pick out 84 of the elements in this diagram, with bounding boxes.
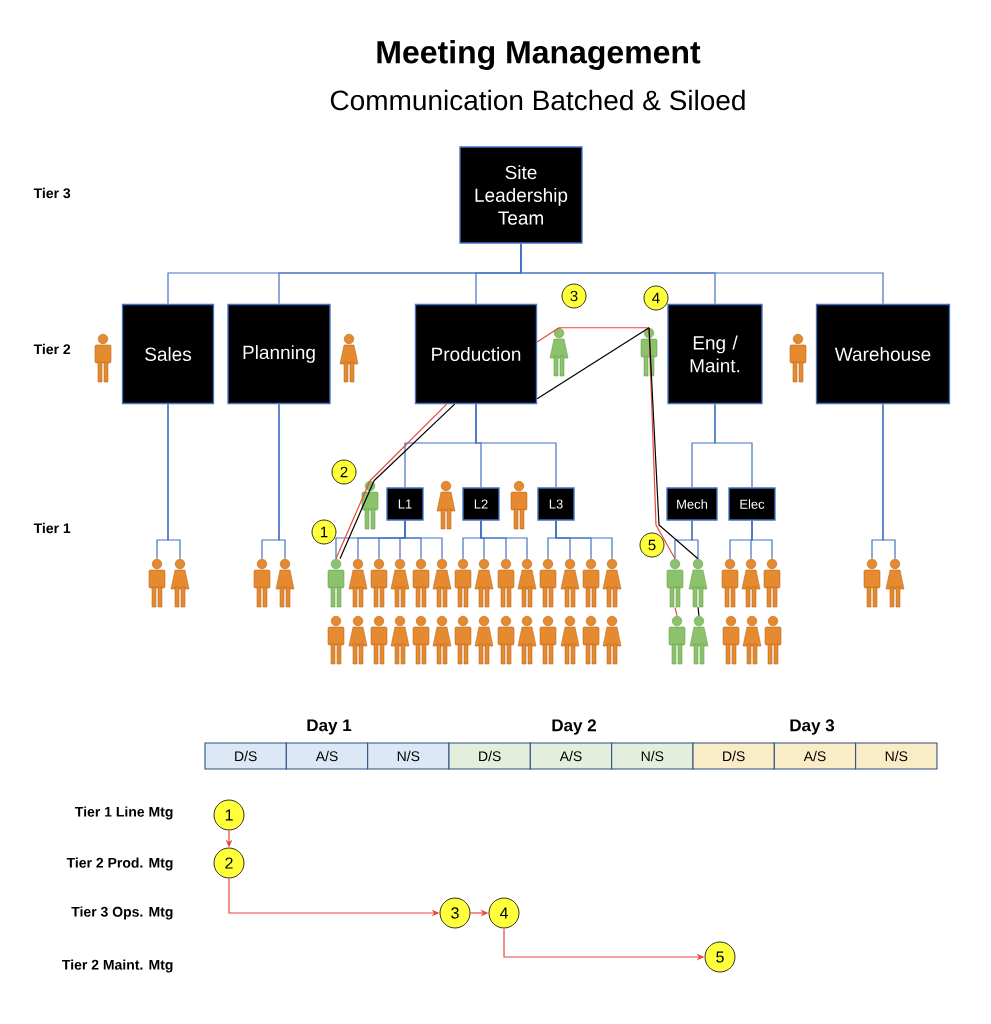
connector-line <box>520 243 884 305</box>
org-box: L1 <box>386 487 424 521</box>
person-icon <box>170 558 190 608</box>
row-label: Tier 2 Maint. Mtg <box>62 959 173 973</box>
person-icon <box>474 558 494 608</box>
person-icon <box>602 558 622 608</box>
shift-cell: A/S <box>529 742 613 770</box>
connector-line <box>648 327 699 560</box>
org-box: L3 <box>537 487 575 521</box>
connector-line <box>167 403 181 560</box>
org-box: L2 <box>462 487 500 521</box>
connector-line <box>714 403 753 488</box>
person-icon <box>432 558 452 608</box>
callout-number: 2 <box>331 459 357 485</box>
shift-cell: A/S <box>773 742 857 770</box>
connector-line <box>558 327 650 329</box>
person-icon <box>497 558 515 608</box>
connector-line <box>697 606 700 617</box>
row-label: Tier 2 Prod. Mtg <box>66 857 173 871</box>
person-icon <box>517 558 537 608</box>
person-icon <box>885 558 905 608</box>
connector-line <box>751 520 773 560</box>
person-icon <box>763 558 781 608</box>
org-box: Planning <box>227 303 331 405</box>
connector-line <box>278 403 286 560</box>
person-icon <box>560 558 580 608</box>
shift-cell: A/S <box>285 742 369 770</box>
person-icon <box>688 558 708 608</box>
title: Meeting Management <box>377 40 701 70</box>
connector-line <box>480 520 528 560</box>
person-icon <box>275 558 295 608</box>
day-heading: Day 1 <box>307 719 352 735</box>
person-icon <box>582 558 600 608</box>
connector-line <box>674 606 678 617</box>
connector-line <box>536 327 560 343</box>
shift-cell: N/S <box>611 742 694 770</box>
org-box: Warehouse <box>815 303 951 405</box>
shift-cell: N/S <box>855 742 938 770</box>
tier-label: Tier 1 <box>33 522 71 534</box>
person-icon <box>148 558 166 608</box>
person-icon <box>327 558 345 608</box>
shift-cell: D/S <box>204 742 287 770</box>
tier-label: Tier 3 <box>33 187 71 199</box>
person-icon <box>253 558 271 608</box>
person-icon <box>549 327 569 377</box>
callout-number: 3 <box>561 283 587 309</box>
org-box: Elec <box>728 487 776 521</box>
row-label: Tier 1 Line Mtg <box>75 806 173 820</box>
person-icon <box>689 615 709 665</box>
shift-cell: D/S <box>448 742 531 770</box>
person-icon <box>863 558 881 608</box>
connector-line <box>404 520 443 560</box>
person-icon <box>741 558 761 608</box>
shift-cell: N/S <box>367 742 450 770</box>
callout-number: 1 <box>311 519 337 545</box>
day-heading: Day 3 <box>790 719 835 735</box>
connector-line <box>475 403 557 488</box>
shift-cell: D/S <box>692 742 775 770</box>
org-box: Sales <box>121 303 215 405</box>
org-box: Site Leadership Team <box>459 146 583 244</box>
org-box: Production <box>414 303 538 405</box>
day-heading: Day 2 <box>552 719 596 735</box>
person-icon <box>668 615 686 665</box>
connector-line <box>691 520 699 560</box>
org-box: Eng / Maint. <box>667 303 763 405</box>
person-icon <box>640 327 658 377</box>
connector-line <box>536 327 650 400</box>
tier-label: Tier 2 <box>33 343 71 355</box>
person-icon <box>539 558 557 608</box>
callout-number: 5 <box>639 532 665 558</box>
person-icon <box>390 558 410 608</box>
person-icon <box>370 558 388 608</box>
connector-line <box>882 403 896 560</box>
connector-line <box>555 520 613 560</box>
person-icon <box>361 480 379 530</box>
person-icon <box>348 558 368 608</box>
row-label: Tier 3 Ops. Mtg <box>71 906 173 920</box>
subtitle: Communication Batched & Siloed <box>330 89 745 111</box>
person-icon <box>454 558 472 608</box>
person-icon <box>721 558 739 608</box>
person-icon <box>666 558 684 608</box>
callout-number: 4 <box>643 285 669 311</box>
person-icon <box>412 558 430 608</box>
org-box: Mech <box>666 487 718 521</box>
